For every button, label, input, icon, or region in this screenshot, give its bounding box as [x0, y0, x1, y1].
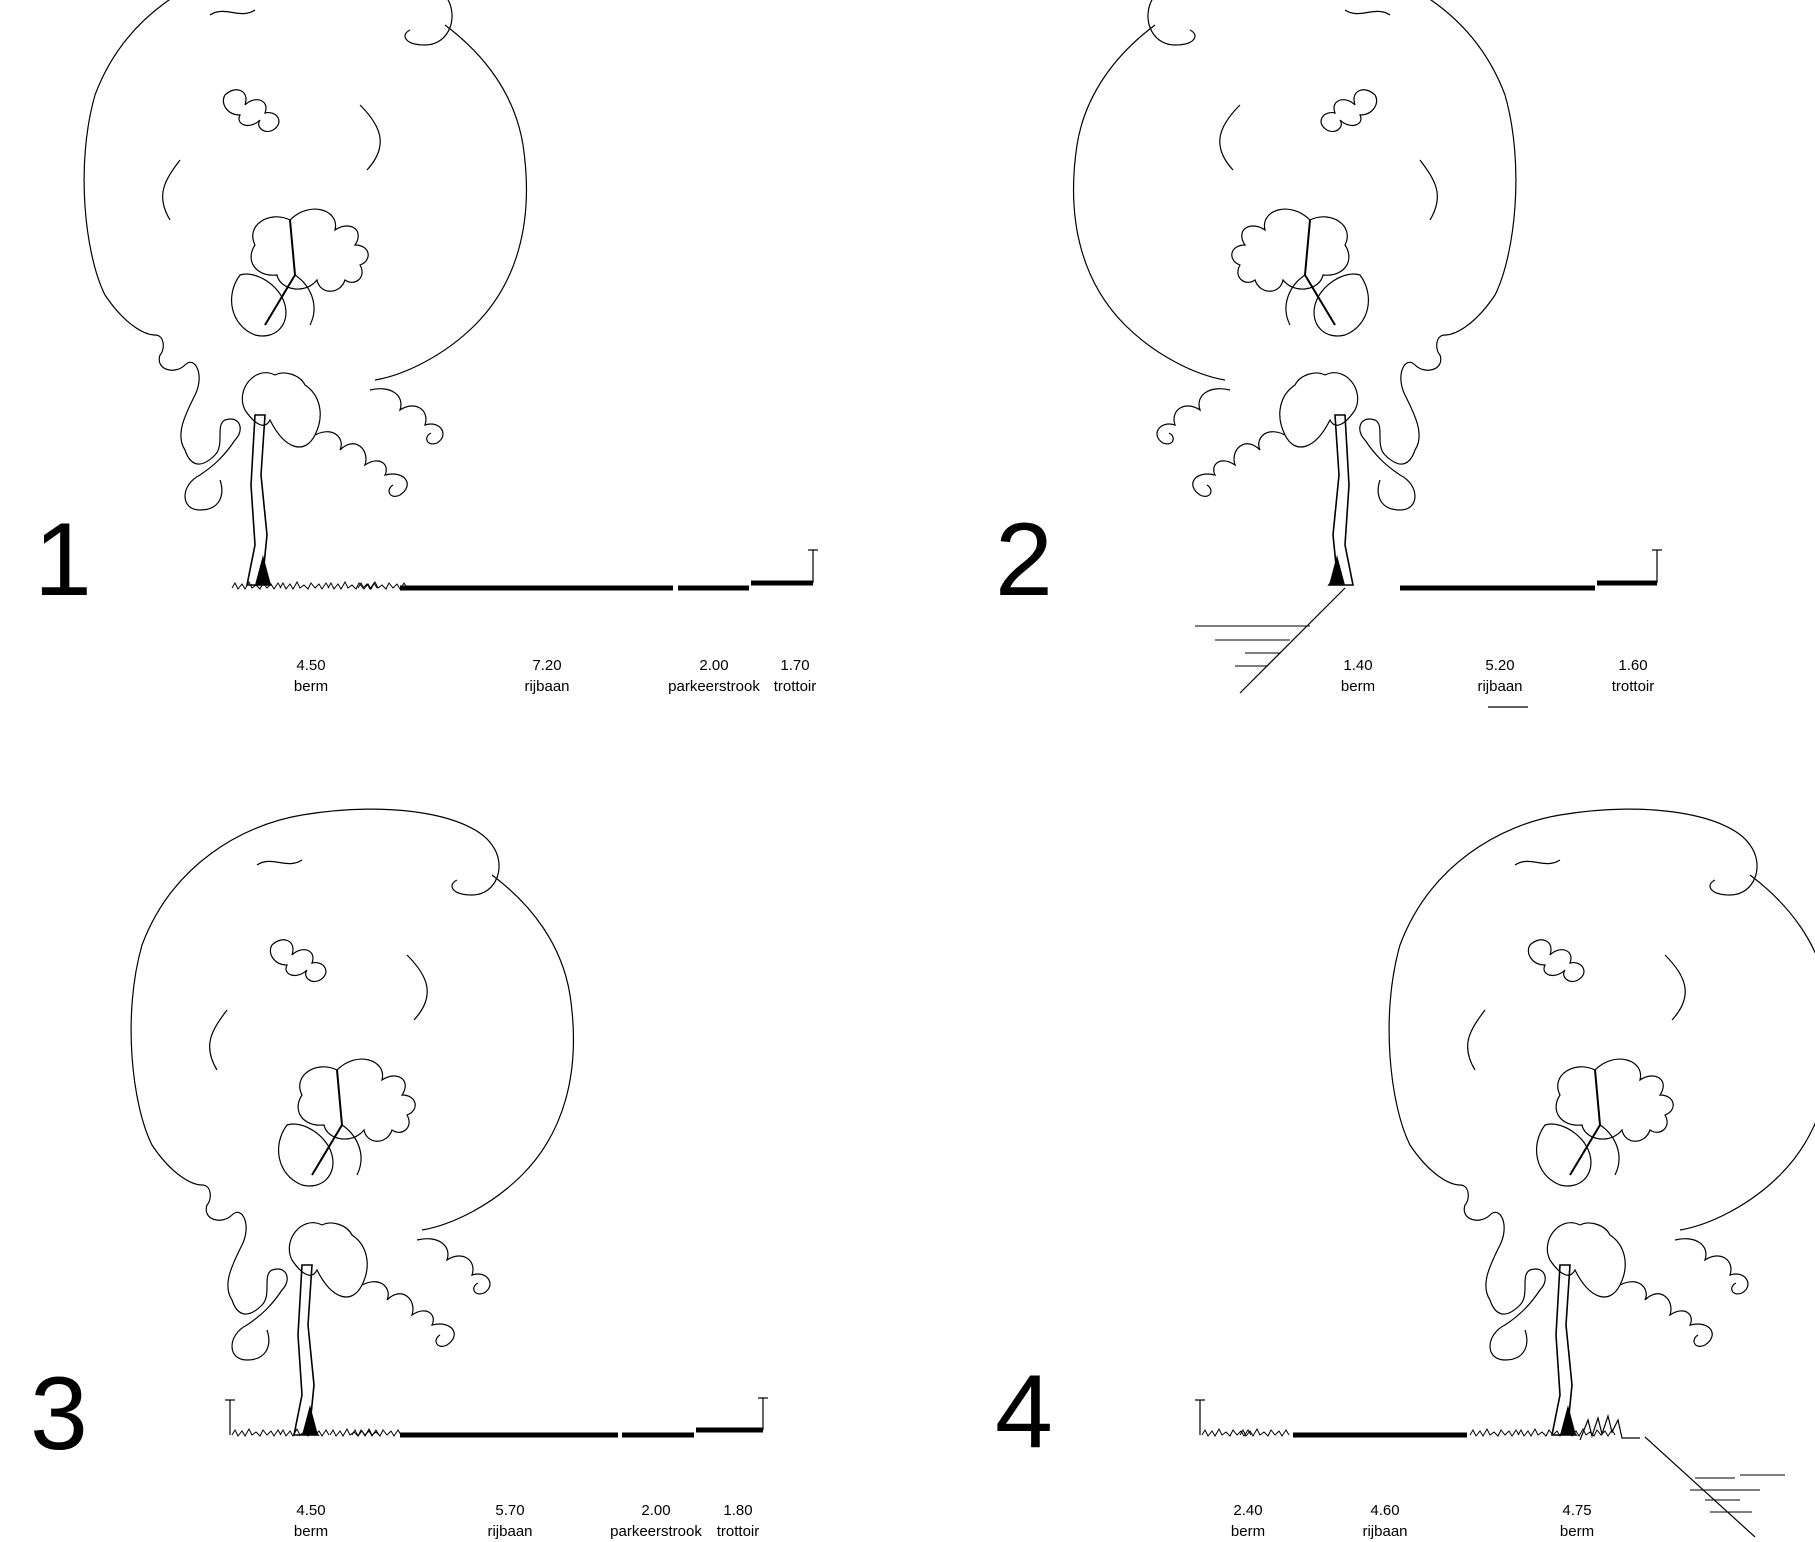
tree-icon — [1388, 808, 1815, 1436]
panel-number-3: 3 — [30, 1356, 88, 1472]
dimension-name: trottoir — [773, 678, 817, 695]
dimension-name: berm — [293, 678, 329, 695]
dimension-value: 5.70 — [495, 1502, 525, 1519]
tree-icon — [83, 0, 528, 586]
dimension-value: 1.70 — [780, 657, 810, 674]
dimension-name: berm — [1340, 678, 1376, 695]
panel-number-2: 2 — [995, 502, 1053, 618]
dimension-value: 1.60 — [1618, 657, 1648, 674]
dimension-value: 4.50 — [296, 1502, 326, 1519]
tall-grass — [1579, 1413, 1640, 1441]
dimension-name: rijbaan — [1362, 1523, 1408, 1540]
dimension-name: parkeerstrook — [668, 678, 760, 695]
dimension-label: 5.70 rijbaan — [440, 1500, 580, 1542]
slope-line — [1644, 1436, 1756, 1537]
dimension-name: berm — [1559, 1523, 1595, 1540]
dimension-name: rijbaan — [1477, 678, 1523, 695]
dimension-value: 4.60 — [1370, 1502, 1400, 1519]
dimension-label: 4.60 rijbaan — [1315, 1500, 1455, 1542]
dimension-value: 7.20 — [532, 657, 562, 674]
dimension-label: 4.50 berm — [241, 1500, 381, 1542]
dimension-label: 2.00 parkeerstrook — [586, 1500, 726, 1542]
dimension-label: 4.50 berm — [241, 655, 381, 697]
tree-icon — [130, 808, 575, 1436]
dimension-label: 7.20 rijbaan — [477, 655, 617, 697]
dimension-value: 2.00 — [699, 657, 729, 674]
tree-icon — [1072, 0, 1517, 586]
dimension-label: 5.20 rijbaan — [1430, 655, 1570, 697]
dimension-label: 1.40 berm — [1288, 655, 1428, 697]
dimension-label: 4.75 berm — [1507, 1500, 1647, 1542]
dimension-label: 1.60 trottoir — [1563, 655, 1703, 697]
dimension-value: 4.75 — [1562, 1502, 1592, 1519]
panel-number-1: 1 — [34, 502, 92, 618]
panel-number-4: 4 — [995, 1354, 1053, 1470]
dimension-name: berm — [1230, 1523, 1266, 1540]
slope-line — [1239, 587, 1346, 694]
panel-3-drawing — [130, 808, 768, 1438]
dimension-value: 2.00 — [641, 1502, 671, 1519]
dimension-label: 1.80 trottoir — [668, 1500, 808, 1542]
dimension-value: 5.20 — [1485, 657, 1515, 674]
dimension-value: 4.50 — [296, 657, 326, 674]
dimension-name: berm — [293, 1523, 329, 1540]
dimension-name: parkeerstrook — [610, 1523, 702, 1540]
grass-strip — [1201, 1428, 1290, 1437]
dimension-label: 2.40 berm — [1178, 1500, 1318, 1542]
dimension-label: 1.70 trottoir — [725, 655, 865, 697]
dimension-name: rijbaan — [524, 678, 570, 695]
water-icon — [1195, 625, 1310, 667]
dimension-label: 2.00 parkeerstrook — [644, 655, 784, 697]
dimension-name: trottoir — [1611, 678, 1655, 695]
dimension-value: 1.40 — [1343, 657, 1373, 674]
water-icon — [1690, 1474, 1785, 1513]
panel-2-drawing — [1072, 0, 1662, 708]
panel-1-drawing — [83, 0, 818, 591]
dimension-name: rijbaan — [487, 1523, 533, 1540]
dimension-value: 2.40 — [1233, 1502, 1263, 1519]
panel-4-drawing — [1195, 808, 1815, 1537]
dimension-name: trottoir — [716, 1523, 760, 1540]
dimension-value: 1.80 — [723, 1502, 753, 1519]
